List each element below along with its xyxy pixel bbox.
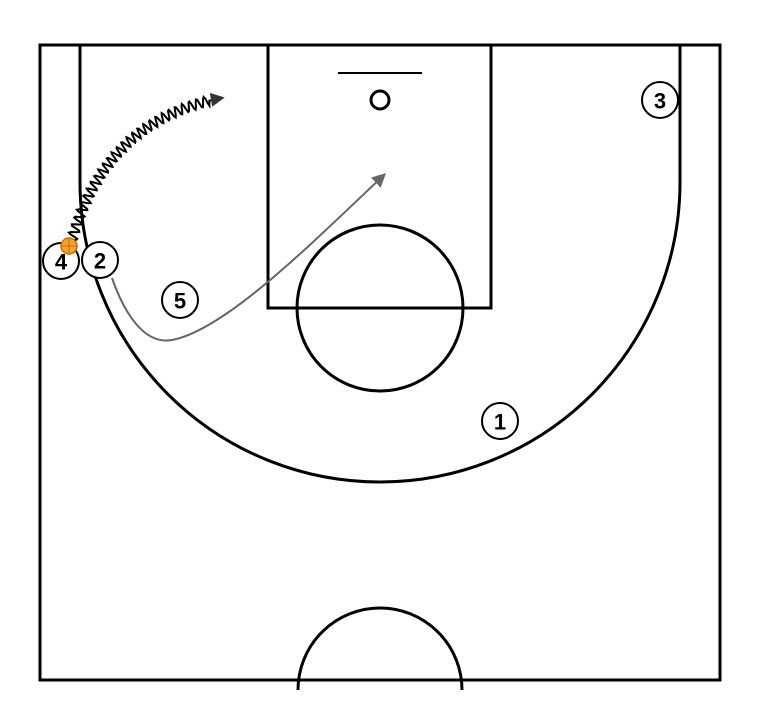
player-3-label: 3: [654, 89, 666, 114]
three-point-line: [78, 45, 682, 484]
player-5: 5: [161, 281, 199, 319]
basketball-seams: [61, 238, 77, 254]
player-1: 1: [481, 402, 519, 440]
player-5-label: 5: [174, 289, 186, 314]
center-circle: [296, 606, 464, 691]
dribble-path-player-4: [67, 92, 225, 241]
player-4-label: 4: [55, 250, 68, 275]
player-1-label: 1: [494, 410, 506, 435]
free-throw-circle: [295, 223, 465, 393]
player-3: 3: [641, 81, 679, 119]
player-2: 2: [81, 241, 119, 279]
player-2-label: 2: [94, 249, 106, 274]
paint-lane: [266, 43, 493, 310]
basket-rim: [369, 89, 391, 111]
cut-path-player-2: [111, 173, 387, 342]
court-lines: [38, 43, 722, 691]
